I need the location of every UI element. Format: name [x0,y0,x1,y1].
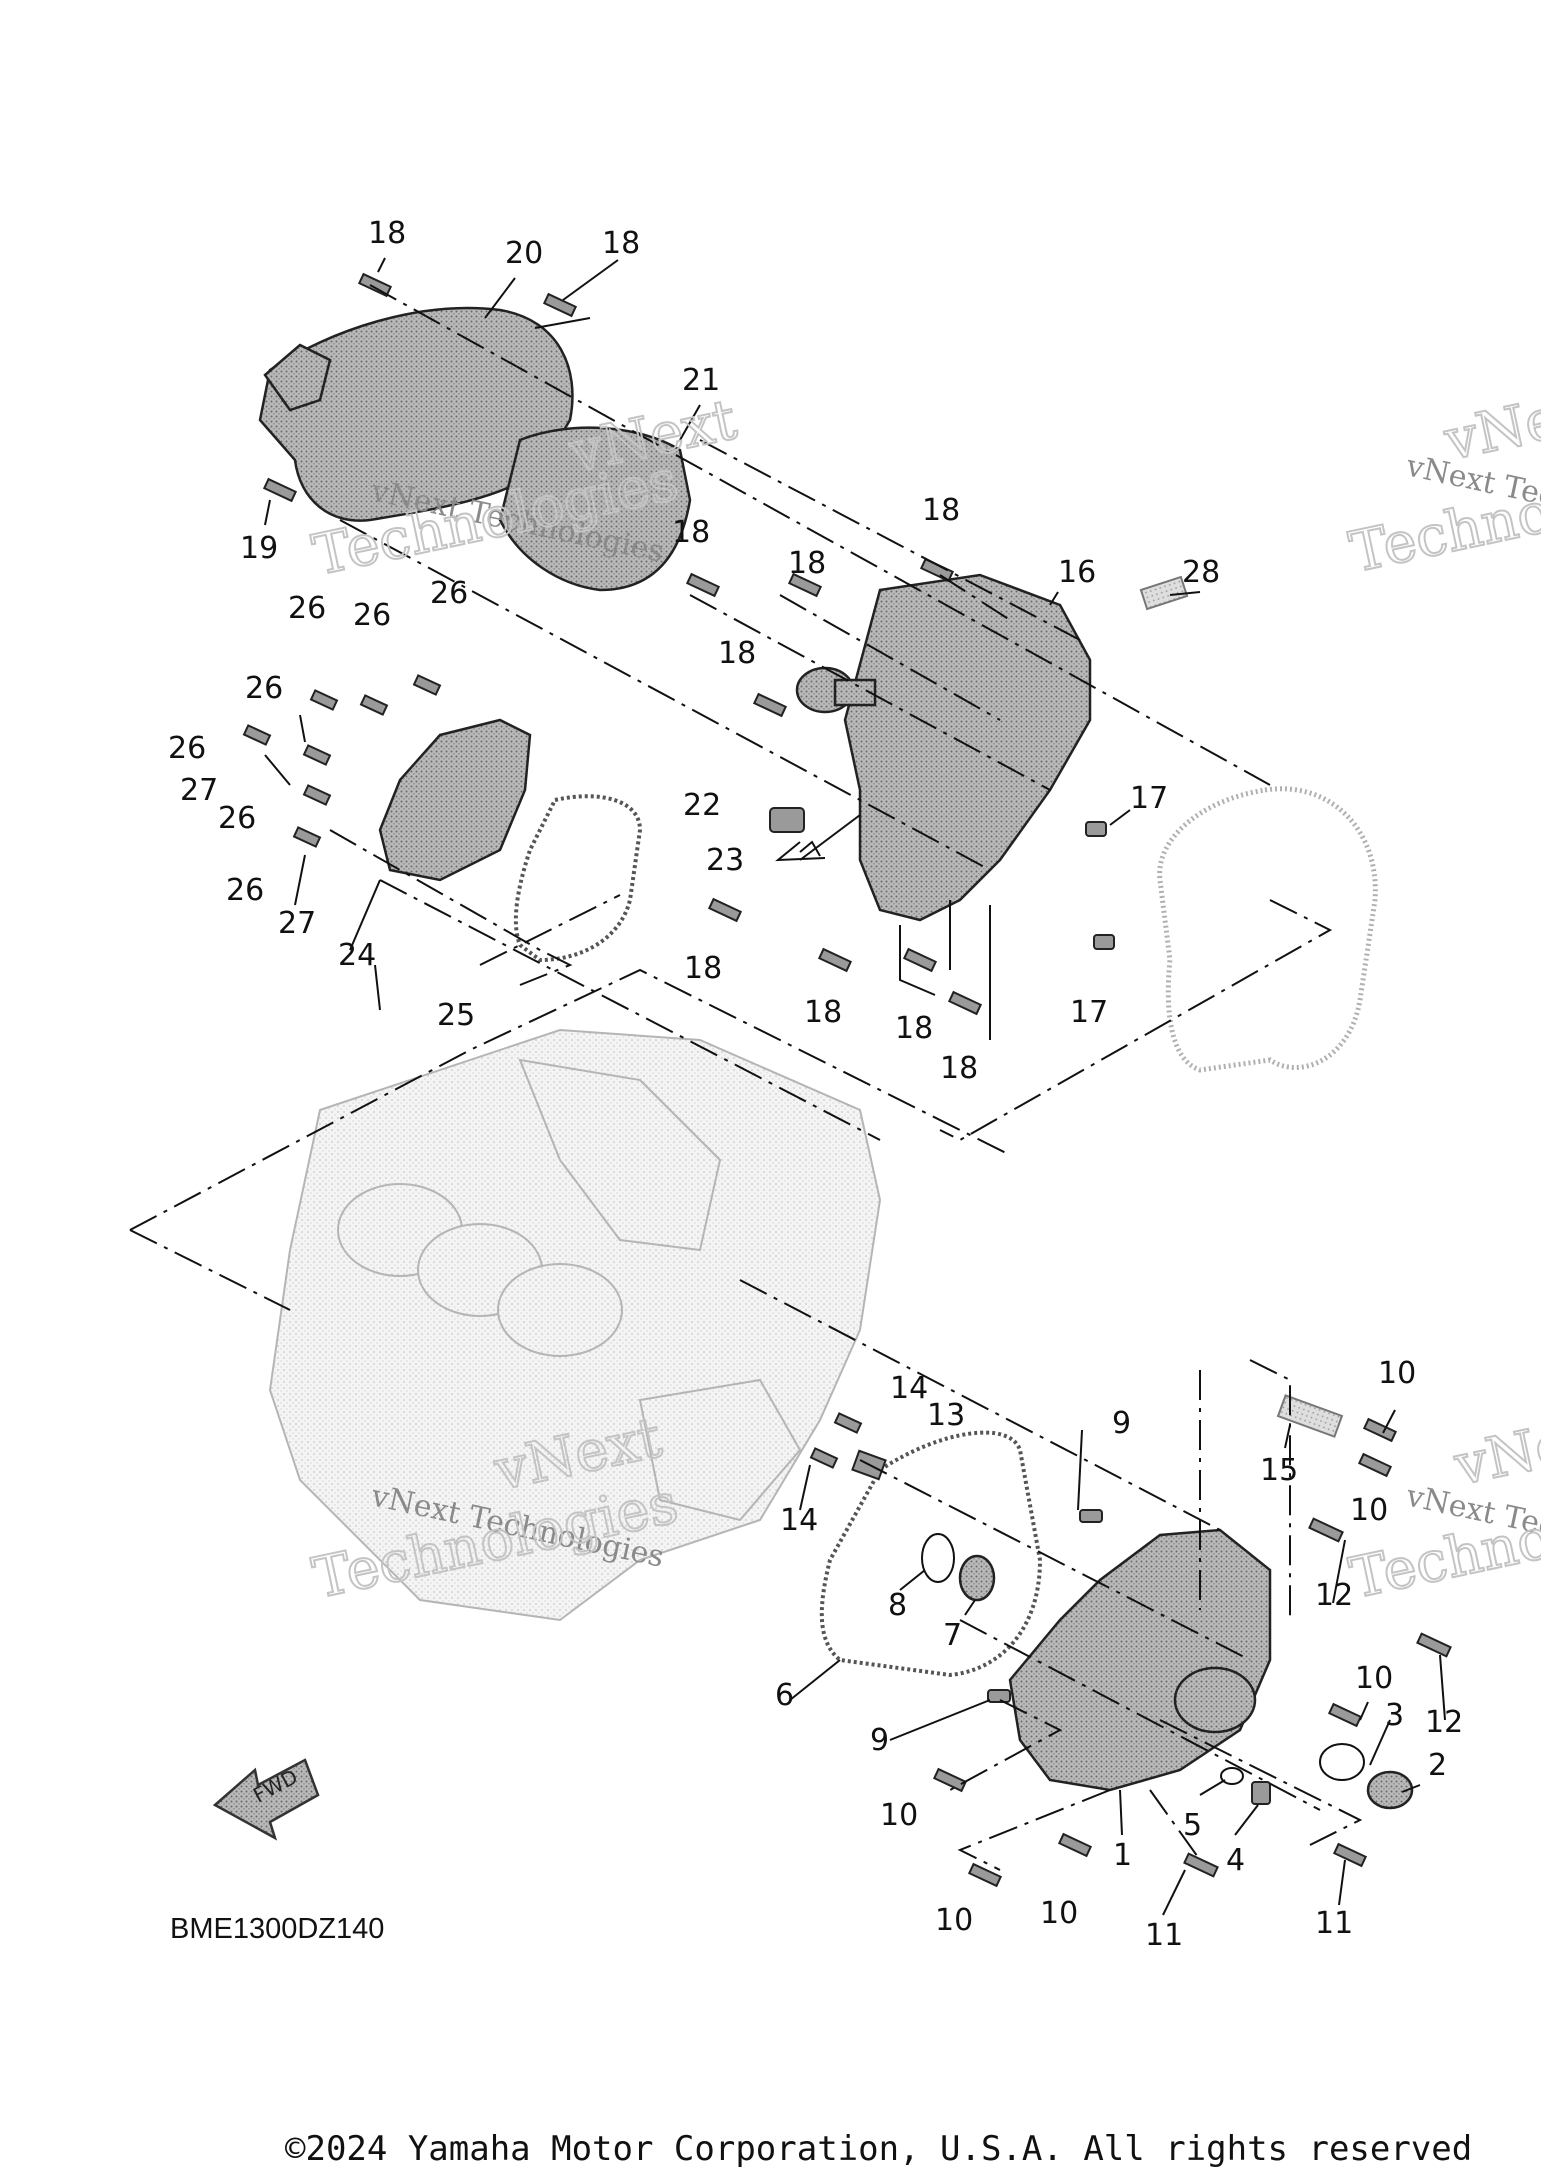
callout-label: 13 [927,1398,965,1433]
callout-label: 10 [1350,1493,1388,1528]
callout-label: 26 [288,591,326,626]
callout-label: 20 [505,236,543,271]
clip-23 [799,840,821,857]
callout-label: 17 [1070,995,1108,1030]
cover-gasket-6 [819,1430,1043,1678]
copyright-notice: ©2024 Yamaha Motor Corporation, U.S.A. A… [285,2129,1472,2169]
oil-seal-7 [958,1554,996,1602]
diagram-code: BME1300DZ140 [170,1913,384,1945]
callout-label: 10 [935,1903,973,1938]
bolts [242,272,1452,1888]
callout-label: 26 [430,576,468,611]
callout-label: 18 [602,226,640,261]
callout-label: 23 [706,843,744,878]
callout-label: 27 [180,773,218,808]
callout-label: 1 [1113,1838,1132,1873]
watermark: vNext Technologies Technologies vNext vN… [306,374,1541,1613]
callout-label: 7 [943,1618,962,1653]
callout-label: 26 [168,731,206,766]
upper-cover-20 [258,306,574,522]
callout-label: 14 [890,1371,928,1406]
callout-label: 22 [683,788,721,823]
watermark-text-12: vNext [1448,1400,1541,1499]
callout-label: 18 [804,995,842,1030]
callout-leaders [264,257,1446,1916]
callout-label: 18 [788,546,826,581]
callout-label: 18 [940,1051,978,1086]
label-28 [1139,575,1189,611]
o-ring-3 [1319,1743,1365,1781]
pulser-gasket-25 [513,794,643,963]
callout-label: 26 [245,671,283,706]
callout-label: 12 [1425,1705,1463,1740]
callout-label: 11 [1145,1918,1183,1953]
callout-label: 10 [1355,1661,1393,1696]
callout-label: 18 [684,951,722,986]
crankcase-ghost [268,1028,882,1622]
callout-label: 27 [278,906,316,941]
callout-label: 8 [888,1588,907,1623]
inner-cover-21 [498,426,692,592]
callout-label: 10 [1378,1356,1416,1391]
callout-label: 14 [780,1503,818,1538]
o-ring-8 [921,1533,955,1583]
callout-label: 26 [218,801,256,836]
callout-label: 12 [1315,1578,1353,1613]
plug-4 [1251,1781,1271,1805]
callout-label: 26 [226,873,264,908]
callout-label: 3 [1385,1698,1404,1733]
bracket-15 [1276,1394,1344,1438]
callout-label: 15 [1260,1453,1298,1488]
callout-label: 16 [1058,555,1096,590]
callout-label: 24 [338,938,376,973]
assembly-lines [129,284,1363,1871]
callout-label: 6 [775,1678,794,1713]
callout-labels: 18 20 18 21 19 18 18 18 16 28 26 26 26 2… [168,216,1463,1953]
callout-label: 2 [1428,1748,1447,1783]
callout-label: 28 [1182,555,1220,590]
clutch-cover-16 [795,573,1092,922]
callout-label: 18 [368,216,406,251]
callout-label: 21 [682,363,720,398]
callout-label: 4 [1226,1843,1245,1878]
pulser-cover-24 [378,718,532,882]
oil-level-switch-22 [769,807,805,833]
callout-label: 5 [1183,1808,1202,1843]
callout-label: 25 [437,998,475,1033]
callout-label: 11 [1315,1906,1353,1941]
callout-label: 10 [880,1798,918,1833]
callout-label: 18 [672,515,710,550]
callout-label: 18 [718,636,756,671]
callout-label: 9 [1112,1406,1131,1441]
watermark-text-6: vNext [1438,375,1541,474]
callout-label: 9 [870,1723,889,1758]
generator-cover-1 [1008,1528,1272,1792]
callout-label: 10 [1040,1896,1078,1931]
callout-label: 18 [895,1011,933,1046]
crankcase-gasket-ghost [1157,786,1378,1073]
callout-label: 19 [240,531,278,566]
callout-label: 26 [353,598,391,633]
plug-2 [1366,1770,1414,1810]
forward-arrow-icon: FWD [212,1758,320,1841]
o-ring-5 [1220,1767,1244,1785]
callout-label: 18 [922,493,960,528]
callout-label: 17 [1130,781,1168,816]
